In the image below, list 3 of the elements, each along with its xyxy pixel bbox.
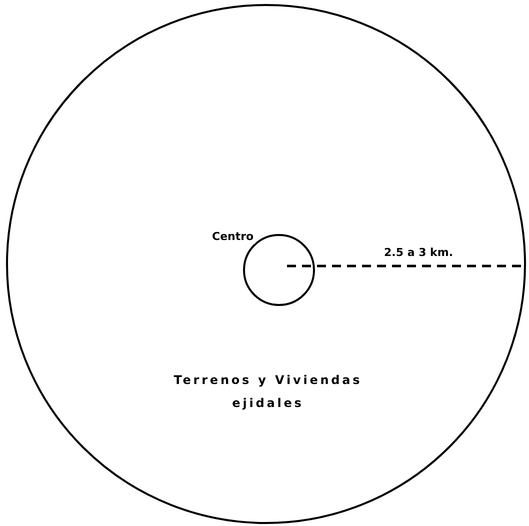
area-label: Terrenos y Viviendas ejidales [172, 372, 364, 412]
dimension-label: 2.5 a 3 km. [384, 246, 454, 260]
center-label: Centro [211, 230, 255, 244]
